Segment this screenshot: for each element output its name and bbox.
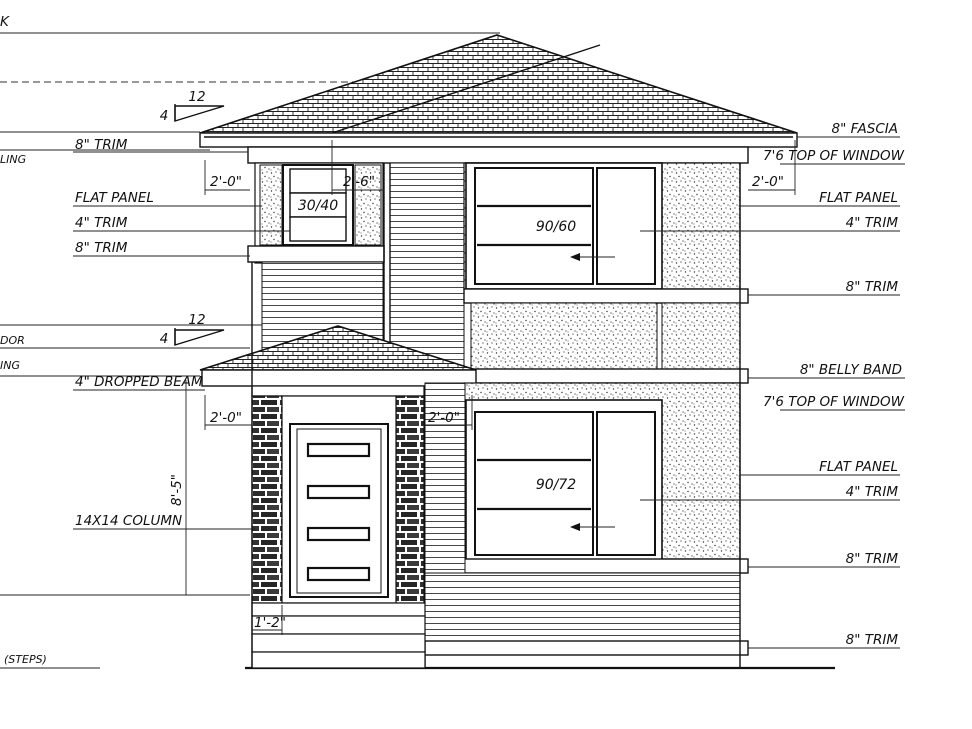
- upper-roof-pitch-symbol: 12 4: [160, 89, 225, 124]
- left-upper-flat-panel-right: [354, 164, 382, 246]
- label-trim-8-mid: 8" TRIM: [846, 551, 899, 567]
- door-glass-4: [306, 566, 371, 582]
- dim-porch-height: 8'-5": [169, 474, 185, 506]
- upper-pitch-rise: 4: [160, 108, 169, 124]
- porch-header: [251, 385, 425, 397]
- dim-overhang-left-lower: 2'-0": [210, 410, 242, 426]
- middle-flat-panel-right: [661, 302, 741, 370]
- lower-siding: [424, 382, 466, 602]
- dim-column-width: 1'-2": [254, 615, 286, 631]
- lower-8in-trim: [463, 558, 749, 574]
- label-column: 14X14 COLUMN: [75, 513, 182, 529]
- left-leaders: [73, 151, 290, 530]
- stone-column-left: [251, 395, 283, 604]
- right-leaders: [640, 136, 905, 649]
- dimension-marks: 2'-0" 2'-6" 2'-0" 2'-0" 2'-0" 1'-2" 8'-5…: [169, 140, 796, 635]
- front-door: [281, 395, 397, 604]
- label-ceiling-cut: LING: [0, 153, 26, 166]
- door-glass-3: [306, 526, 371, 542]
- label-flat-panel: FLAT PANEL: [75, 190, 154, 206]
- label-flat-panel-upper: FLAT PANEL: [819, 190, 898, 206]
- label-top-cut: K: [0, 14, 10, 30]
- small-upper-window: 30/40: [282, 164, 354, 246]
- large-upper-window: 90/60: [465, 162, 663, 290]
- label-trim-4-lower: 4" TRIM: [846, 484, 899, 500]
- dim-overhang-left-upper: 2'-0": [210, 174, 242, 190]
- base-siding: [424, 572, 741, 642]
- upper-8in-trim-right: [463, 288, 749, 304]
- base-8in-trim: [424, 640, 749, 656]
- label-trim-4: 4" TRIM: [75, 215, 128, 231]
- label-trim-8: 8" TRIM: [75, 240, 128, 256]
- label-ceiling-cut-2: ING: [0, 359, 20, 372]
- dim-overhang-right-lower: 2'-0": [428, 410, 460, 426]
- dim-overhang-right-upper: 2'-0": [752, 174, 784, 190]
- large-lower-window: 90/72: [465, 399, 663, 561]
- large-lower-window-label: 90/72: [536, 477, 576, 493]
- label-top-window-upper: 7'6 TOP OF WINDOW: [763, 148, 905, 164]
- stone-column-right: [395, 395, 425, 604]
- lower-pitch-rise: 4: [160, 331, 169, 347]
- label-trim-8-upper: 8" TRIM: [846, 279, 899, 295]
- porch-steps: [251, 602, 426, 669]
- left-upper-8in-trim: [247, 245, 385, 263]
- door-glass-2: [306, 484, 371, 500]
- left-upper-flat-panel: [259, 164, 283, 246]
- small-upper-window-label: 30/40: [298, 198, 338, 214]
- lower-roof-pitch-symbol: 12 4: [160, 312, 225, 347]
- label-belly-band: 8" BELLY BAND: [800, 362, 902, 378]
- label-trim-8-top: 8" TRIM: [75, 137, 128, 153]
- label-trim-4-upper: 4" TRIM: [846, 215, 899, 231]
- label-steps-cut: (STEPS): [4, 653, 47, 666]
- label-door-cut: DOR: [0, 334, 25, 347]
- label-fascia: 8" FASCIA: [831, 121, 898, 137]
- fascia: [199, 132, 798, 148]
- label-trim-8-bottom: 8" TRIM: [846, 632, 899, 648]
- middle-flat-panel-left: [470, 302, 658, 370]
- large-upper-window-label: 90/60: [536, 219, 576, 235]
- label-top-window-lower: 7'6 TOP OF WINDOW: [763, 394, 905, 410]
- upper-pitch-run: 12: [188, 89, 205, 105]
- label-flat-panel-lower: FLAT PANEL: [819, 459, 898, 475]
- belly-band: [473, 368, 749, 384]
- door-glass-1: [306, 442, 371, 458]
- lower-pitch-run: 12: [188, 312, 205, 328]
- upper-trim-band: [247, 146, 749, 164]
- label-dropped-beam: 4" DROPPED BEAM: [75, 374, 203, 390]
- porch-roof: [199, 325, 477, 387]
- main-roof: [199, 34, 798, 148]
- dim-overhang-window: 2'-6": [343, 174, 375, 190]
